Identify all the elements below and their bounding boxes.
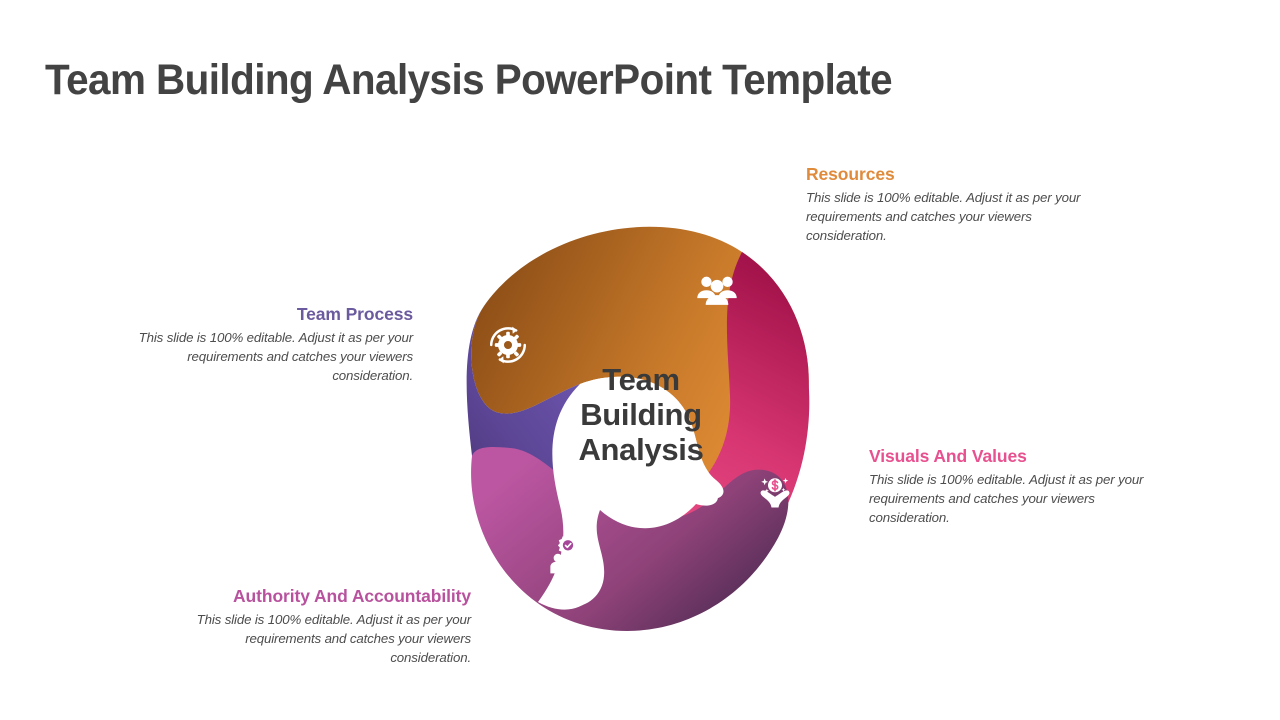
callout-visuals-and-values: Visuals And Values This slide is 100% ed…	[869, 446, 1169, 527]
callout-team-process-heading: Team Process	[296, 304, 413, 324]
callout-visuals-and-values-body: This slide is 100% editable. Adjust it a…	[869, 472, 1144, 526]
callout-team-process-body: This slide is 100% editable. Adjust it a…	[138, 330, 413, 384]
callout-authority-and-accountability-body: This slide is 100% editable. Adjust it a…	[196, 612, 471, 666]
page-title: Team Building Analysis PowerPoint Templa…	[45, 56, 893, 104]
callout-authority-and-accountability: Authority And Accountability This slide …	[166, 586, 471, 667]
callout-visuals-and-values-heading: Visuals And Values	[869, 446, 1027, 466]
callout-resources: Resources This slide is 100% editable. A…	[806, 164, 1106, 245]
callout-resources-body: This slide is 100% editable. Adjust it a…	[806, 190, 1081, 244]
center-star-shape-fill	[542, 376, 718, 608]
callout-authority-and-accountability-heading: Authority And Accountability	[233, 586, 471, 606]
callout-team-process: Team Process This slide is 100% editable…	[108, 304, 413, 385]
pinwheel-infographic	[420, 198, 840, 638]
callout-resources-heading: Resources	[806, 164, 895, 184]
